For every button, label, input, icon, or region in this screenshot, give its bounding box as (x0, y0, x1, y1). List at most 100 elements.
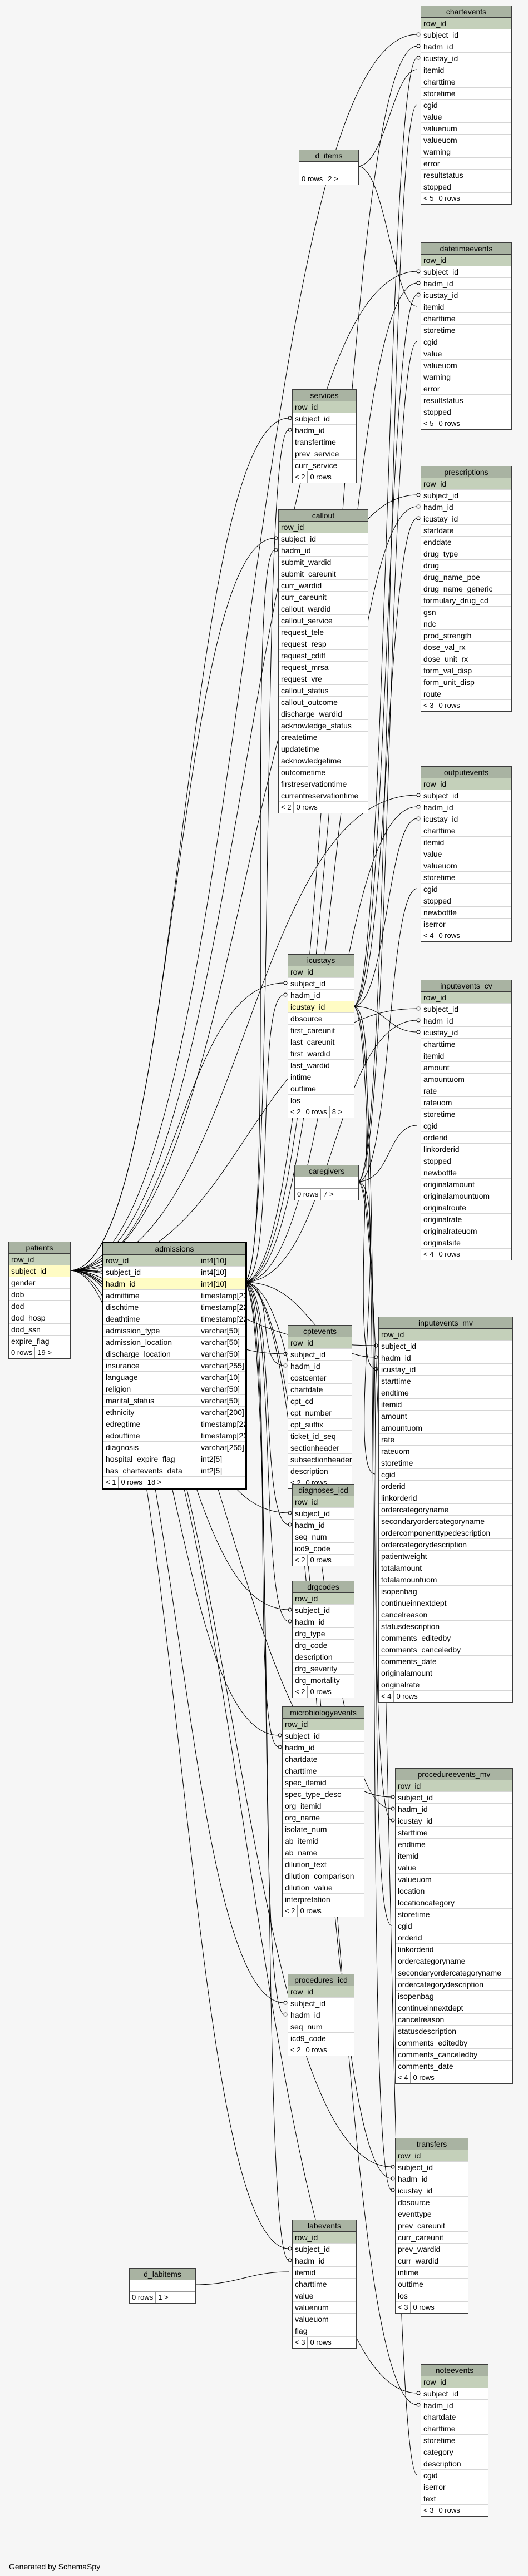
column-name: last_careunit (290, 1038, 335, 1046)
column-name: description (295, 1652, 333, 1661)
foreign-key-edge (357, 888, 418, 1182)
column-row: continueinnextdept (396, 2002, 512, 2014)
column-type: varchar[255] (199, 1442, 245, 1453)
column-row: storetime (421, 2435, 488, 2446)
column-name: cpt_cd (290, 1397, 314, 1406)
column-name: discharge_wardid (281, 709, 342, 718)
column-name: originalrate (423, 1215, 462, 1224)
column-name: row_id (381, 1330, 404, 1339)
column-row: valueuom (293, 2314, 356, 2325)
table-title: diagnoses_icd (293, 1485, 354, 1496)
column-row: eventtype (396, 2208, 468, 2220)
column-name: isopenbag (381, 1587, 417, 1596)
column-name: isopenbag (398, 1992, 434, 2001)
column-name: originalrate (381, 1680, 420, 1689)
column-name: costcenter (290, 1373, 327, 1382)
foreign-key-edge (243, 1282, 289, 1525)
column-row: amount (421, 1062, 511, 1074)
column-name: hadm_id (290, 1362, 320, 1371)
column-name: dod (11, 1302, 24, 1311)
column-row: prev_service (293, 448, 356, 460)
column-name: storetime (423, 2436, 456, 2445)
column-name: hadm_id (106, 1279, 136, 1288)
column-row: row_id (279, 522, 368, 533)
column-name: comments_editedby (381, 1634, 451, 1642)
column-row: cgid (421, 100, 511, 111)
column-row: row_id (283, 1719, 364, 1730)
edge-endpoint-marker (288, 416, 292, 420)
column-row: dbsource (288, 1013, 354, 1025)
foreign-key-edge (357, 104, 418, 1182)
column-type: timestamp[22] (199, 1430, 245, 1441)
column-row: resultstatus (421, 170, 511, 181)
column-row: spec_type_desc (283, 1789, 364, 1800)
column-name: form_unit_disp (423, 678, 475, 687)
column-row: isopenbag (396, 1991, 512, 2002)
column-type: int4[10] (199, 1267, 245, 1278)
column-name: row_id (398, 1781, 421, 1790)
column-name: subject_id (423, 1005, 459, 1014)
column-name: row_id (295, 403, 318, 411)
column-row: stopped (421, 406, 511, 418)
column-row: itemid (421, 301, 511, 313)
column-row: totalamount (379, 1562, 512, 1574)
column-row: storetime (421, 872, 511, 884)
foreign-key-edge (243, 1282, 285, 2015)
column-row: prev_careunit (396, 2220, 468, 2232)
row-count-label: 0 rows (438, 2506, 460, 2514)
row-count-label: < 2 (293, 471, 308, 483)
column-row: cgid (379, 1469, 512, 1481)
column-name: request_cdiff (281, 651, 325, 660)
column-type: varchar[50] (199, 1348, 245, 1359)
column-name: first_careunit (290, 1026, 335, 1035)
column-row: rateuom (421, 1097, 511, 1109)
column-name: rate (423, 1086, 437, 1095)
foreign-key-edge (353, 1006, 418, 1033)
column-name: icustay_id (423, 514, 458, 523)
row-count-label: < 3 (421, 700, 437, 711)
column-name: patientweight (381, 1552, 427, 1561)
column-name: row_id (398, 2151, 421, 2160)
column-name: value (423, 112, 442, 121)
column-row: hadm_id (288, 2009, 354, 2021)
column-name: admission_location (106, 1338, 172, 1347)
column-name: endtime (398, 1840, 426, 1849)
column-name: statusdescription (381, 1622, 440, 1631)
column-row: first_careunit (288, 1025, 354, 1036)
column-row: originalamountuom (421, 1190, 511, 1202)
column-row: form_unit_disp (421, 677, 511, 688)
column-row: drug_name_poe (421, 572, 511, 583)
column-name: resultstatus (423, 396, 463, 405)
column-row: enddate (421, 537, 511, 548)
column-name: hadm_id (295, 426, 325, 435)
column-name: hadm_id (290, 991, 320, 1000)
column-name: row_id (423, 479, 447, 488)
row-count-label: < 4 (421, 1249, 437, 1260)
column-row: submit_wardid (279, 557, 368, 568)
